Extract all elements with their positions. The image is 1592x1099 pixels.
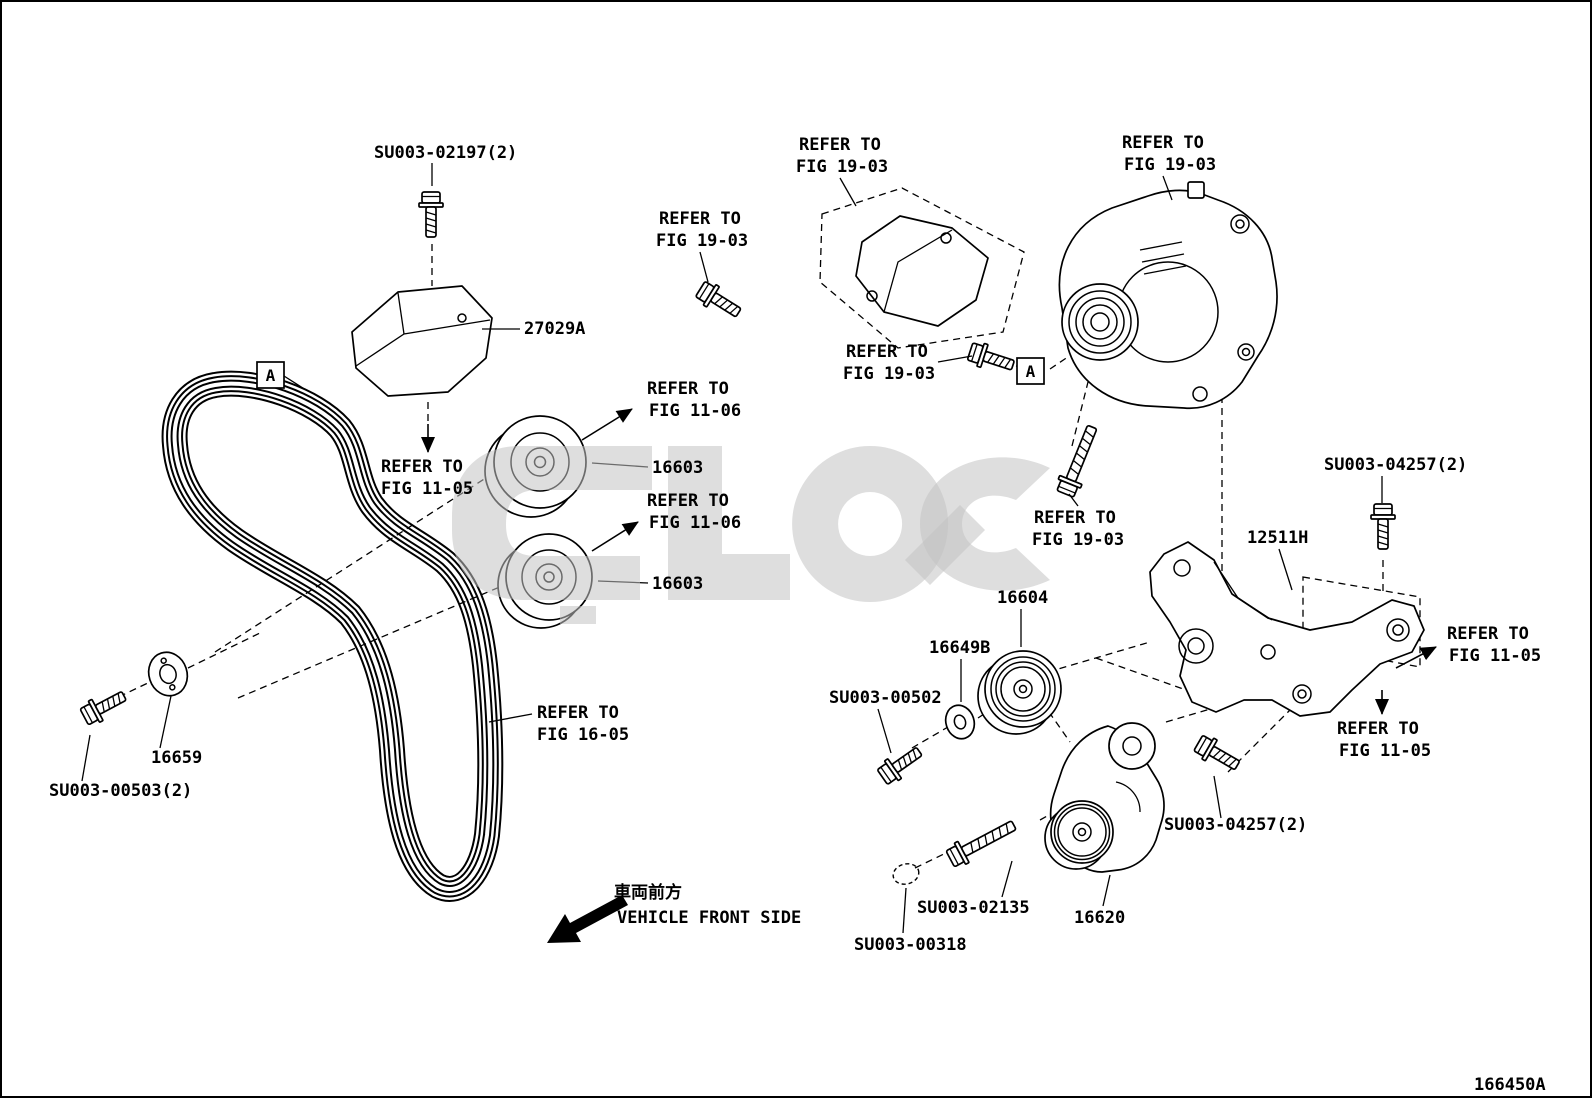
belt-cover-27029a: [351, 285, 493, 397]
label-fig-19-03: FIG 19-03: [843, 364, 935, 384]
label-refer-to: REFER TO: [659, 209, 741, 229]
bolt-su003-02135: [943, 813, 1021, 871]
label-su003-04257: SU003-04257(2): [1164, 815, 1307, 835]
label-fig-11-06: FIG 11-06: [649, 401, 741, 421]
part-labels: SU003-02197(2) 27029A REFER TO FIG 19-03…: [49, 133, 1541, 955]
label-fig-11-05: FIG 11-05: [381, 479, 473, 499]
bolt-fig19-03-mid: [965, 339, 1018, 378]
label-su003-02135: SU003-02135: [917, 898, 1030, 918]
label-refer-to: REFER TO: [1034, 508, 1116, 528]
label-su003-02197: SU003-02197(2): [374, 143, 517, 163]
label-fig-19-03: FIG 19-03: [656, 231, 748, 251]
label-refer-to: REFER TO: [647, 379, 729, 399]
vehicle-front-label-en: VEHICLE FRONT SIDE: [617, 908, 801, 928]
label-refer-to: REFER TO: [1447, 624, 1529, 644]
washer-16659: [147, 651, 189, 697]
label-su003-04257: SU003-04257(2): [1324, 455, 1467, 475]
view-a-label: A: [1026, 362, 1036, 381]
label-fig-19-03: FIG 19-03: [1124, 155, 1216, 175]
view-marker-a-right: A: [1016, 357, 1045, 385]
label-16620: 16620: [1074, 908, 1125, 928]
label-16659: 16659: [151, 748, 202, 768]
label-fig-19-03: FIG 19-03: [1032, 530, 1124, 550]
label-16603: 16603: [652, 574, 703, 594]
watermark-glyph: [452, 446, 652, 600]
belt-tensioner-16620: [1044, 722, 1165, 873]
label-12511h: 12511H: [1247, 528, 1308, 548]
pulley-16604: [977, 650, 1062, 735]
refer-arrows: [421, 408, 1437, 715]
bolt-su003-00502: [874, 740, 927, 788]
watermark-glyph: [668, 446, 790, 600]
label-refer-to: REFER TO: [381, 457, 463, 477]
vehicle-front-indicator: 車両前方 VEHICLE FRONT SIDE: [547, 882, 801, 943]
label-fig-16-05: FIG 16-05: [537, 725, 629, 745]
watermark: [452, 446, 1050, 624]
label-refer-to: REFER TO: [1337, 719, 1419, 739]
drawing-number: 166450A: [1474, 1075, 1546, 1095]
bolt-su003-02197: [418, 191, 444, 238]
label-16649b: 16649B: [929, 638, 990, 658]
bolt-fig19-03-left: [693, 277, 746, 324]
label-refer-to: REFER TO: [1122, 133, 1204, 153]
label-fig-11-05: FIG 11-05: [1449, 646, 1541, 666]
label-refer-to: REFER TO: [846, 342, 928, 362]
bolt-su003-04257-lower: [1191, 731, 1245, 777]
label-refer-to: REFER TO: [799, 135, 881, 155]
label-refer-to: REFER TO: [537, 703, 619, 723]
view-marker-a-left: A: [256, 361, 285, 389]
label-fig-11-05: FIG 11-05: [1339, 741, 1431, 761]
label-su003-00503: SU003-00503(2): [49, 781, 192, 801]
plug-su003-00318: [892, 863, 920, 885]
washer-16649b: [944, 704, 976, 740]
vehicle-front-label-jp: 車両前方: [614, 882, 682, 903]
front-direction-arrow: [547, 895, 628, 943]
alternator-pulley: [1061, 283, 1139, 361]
bolt-fig19-03-long: [1053, 421, 1105, 500]
label-su003-00318: SU003-00318: [854, 935, 967, 955]
label-fig-19-03: FIG 19-03: [796, 157, 888, 177]
label-27029a: 27029A: [524, 319, 585, 339]
view-a-label: A: [266, 366, 276, 385]
bracket-12511h: [1149, 541, 1425, 717]
bolt-su003-04257-upper: [1370, 503, 1396, 550]
bolt-su003-00503: [77, 684, 131, 729]
alternator: [1058, 181, 1278, 410]
label-16604: 16604: [997, 588, 1048, 608]
watermark-glyph: [920, 457, 1050, 591]
alternator-cover-bracket: [855, 215, 989, 327]
label-16603: 16603: [652, 458, 703, 478]
label-refer-to: REFER TO: [647, 491, 729, 511]
label-fig-11-06: FIG 11-06: [649, 513, 741, 533]
watermark-glyph: [560, 606, 596, 624]
label-su003-00502: SU003-00502: [829, 688, 942, 708]
